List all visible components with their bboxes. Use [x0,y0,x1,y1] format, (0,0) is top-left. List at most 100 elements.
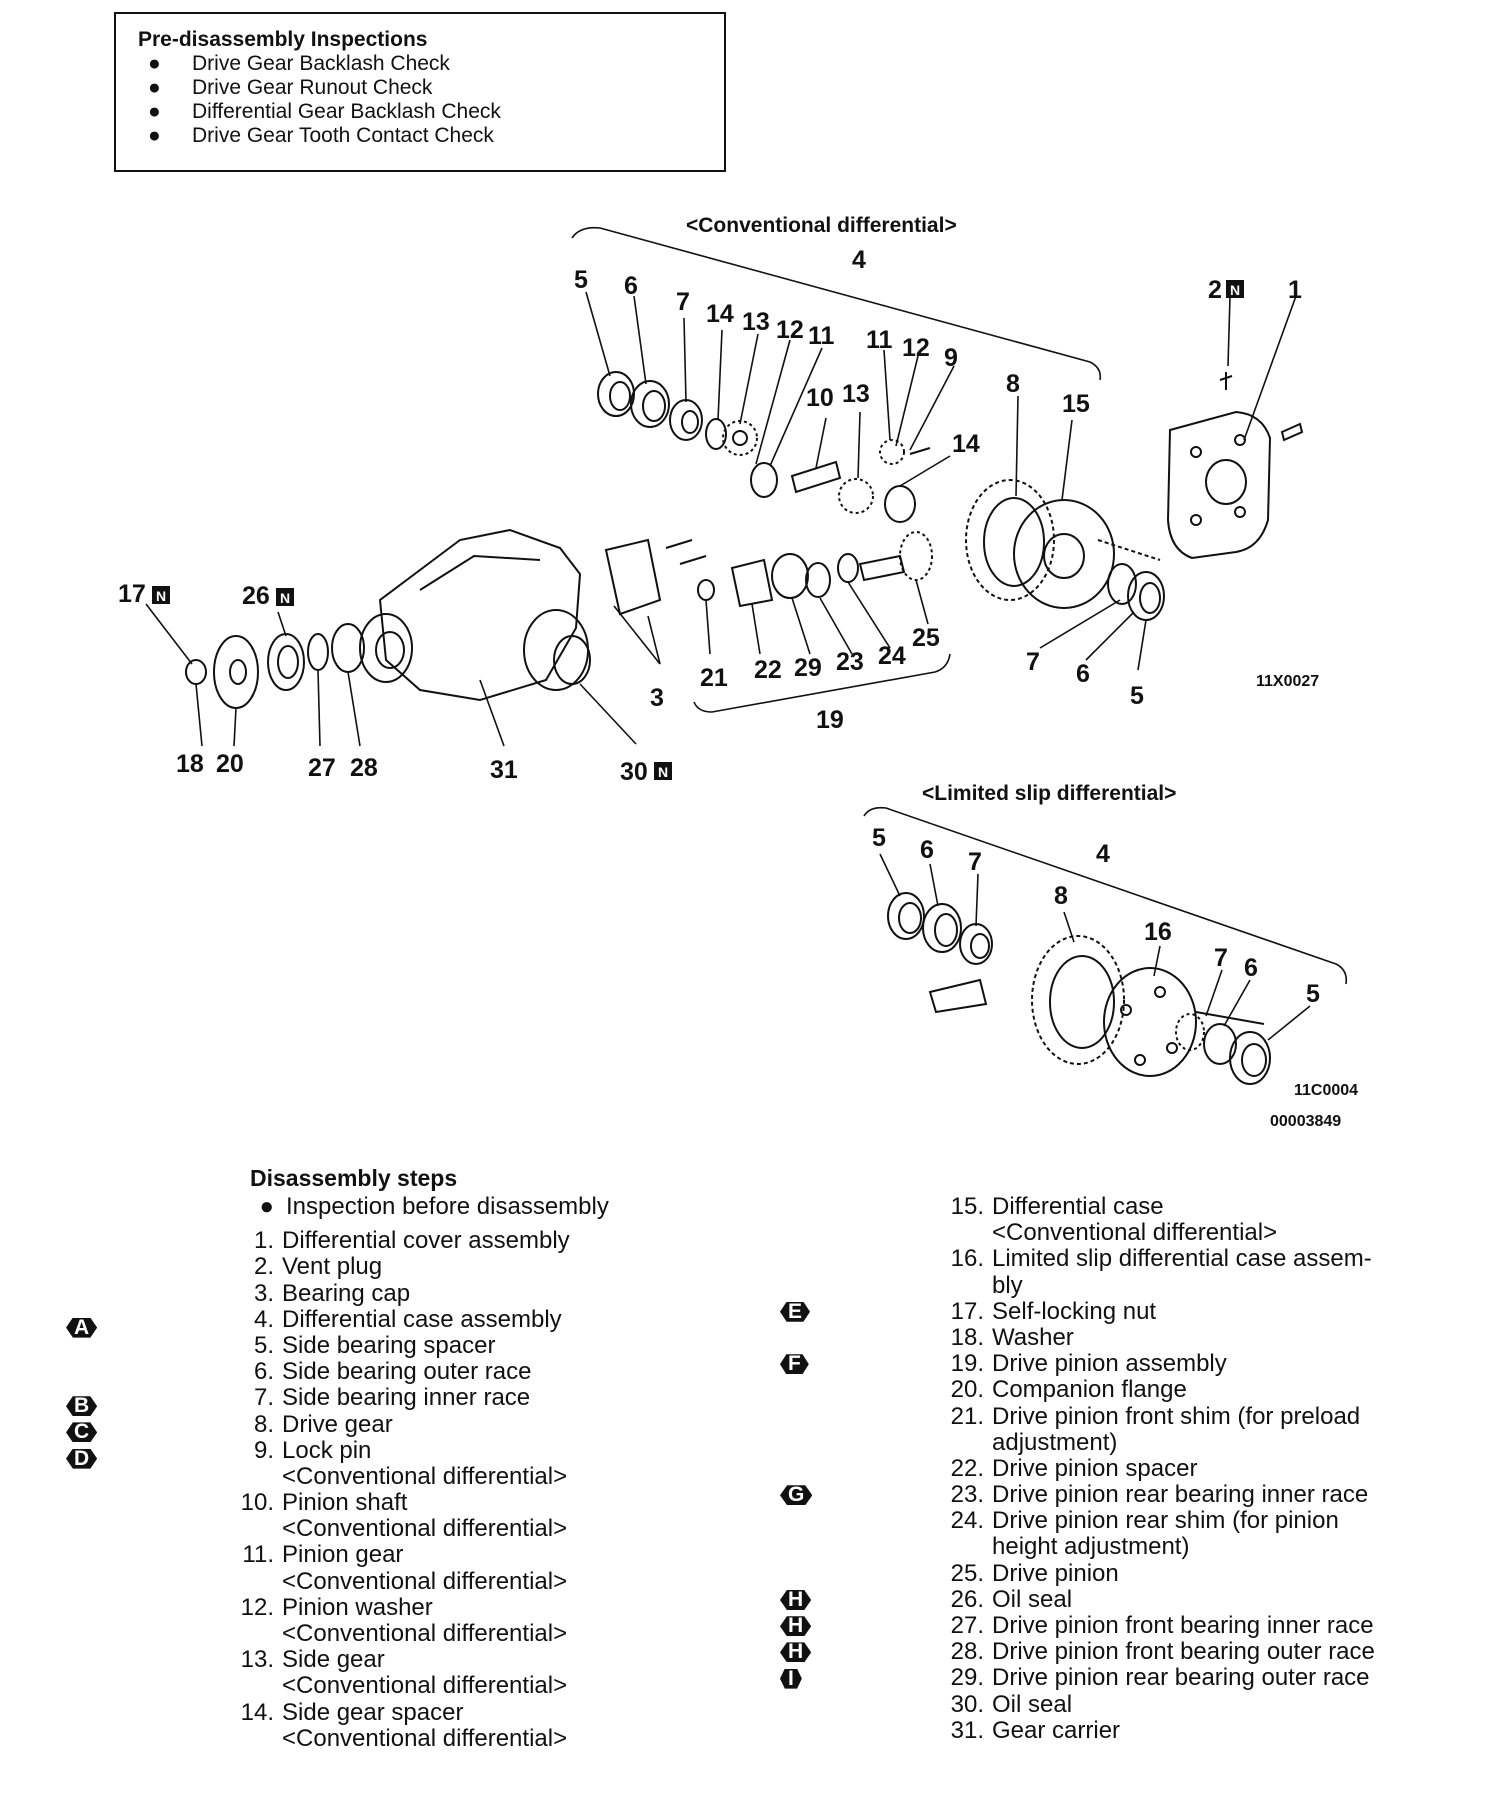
right-step-row: adjustment) [940,1429,1500,1456]
svg-text:21: 21 [700,664,728,692]
companion-flange-parts [185,613,413,709]
left-step-row: 4. Differential case assembly [230,1305,790,1333]
step-text: <Conventional differential> [282,1515,568,1543]
bracket-4-conventional [571,226,1102,381]
inspection-item: ●Drive Gear Tooth Contact Check [148,124,494,147]
svg-text:19: 19 [816,706,844,734]
svg-text:24: 24 [878,642,906,670]
service-point-mark: B [66,1396,98,1417]
svg-text:12: 12 [902,334,930,362]
service-point-mark: C [66,1422,98,1443]
service-point-mark: G [780,1485,813,1506]
right-step-row: <Conventional differential> [940,1219,1500,1247]
service-point-mark: H [780,1590,812,1610]
step-text: Differential case assembly [282,1305,562,1333]
step-text: Drive pinion spacer [992,1454,1198,1482]
step-number: 12. [240,1593,274,1621]
left-step-row: <Conventional differential> [230,1567,790,1595]
svg-text:22: 22 [754,656,782,684]
inspection-item: ●Drive Gear Backlash Check [148,52,450,75]
svg-text:7: 7 [676,288,690,316]
service-point-mark: F [780,1354,809,1375]
step-text: <Conventional differential> [282,1567,568,1595]
step-text: Drive pinion [992,1559,1119,1587]
limited-slip-heading: <Limited slip differential> [922,782,1176,805]
step-text: height adjustment) [992,1533,1190,1561]
left-step-row: 8.Drive gear [230,1411,790,1438]
right-step-row: 18.Washer [940,1324,1500,1351]
svg-text:6: 6 [1076,660,1090,688]
step-text: <Conventional differential> [282,1672,568,1700]
svg-text:26: 26 [242,582,270,610]
step-number: 14. [240,1698,274,1726]
svg-text:10: 10 [806,384,834,412]
step-number: 10. [240,1489,274,1517]
left-step-row: <Conventional differential> [230,1673,790,1699]
right-step-row: 31.Gear carrier [940,1716,1500,1744]
svg-text:31: 31 [490,756,518,784]
step-number: 5. [253,1331,274,1359]
right-step-row: 28.Drive pinion front bearing outer race [940,1638,1500,1665]
left-step-row: 9.Lock pin [230,1437,790,1464]
step-text: <Conventional differential> [992,1219,1278,1247]
svg-text:4: 4 [1096,840,1110,868]
right-step-row: 26.Oil seal [940,1586,1500,1613]
step-text: Drive pinion assembly [992,1350,1227,1378]
step-text: Pinion washer [282,1593,433,1621]
right-step-row: 29.Drive pinion rear bearing outer race [940,1665,1500,1691]
step-number: 4. [253,1305,274,1333]
service-point-mark: H [780,1642,812,1663]
step-number: 22. [950,1454,984,1482]
step-text: <Conventional differential> [282,1620,568,1647]
inspection-item: ●Drive Gear Runout Check [148,76,433,99]
service-point-mark: D [66,1448,98,1469]
step-number: 24. [950,1507,984,1535]
step-text: Pinion gear [282,1541,404,1569]
service-point-mark: H [780,1616,812,1637]
step-text: Gear carrier [992,1716,1121,1744]
service-point-mark: I [780,1668,802,1689]
step-text: Drive pinion rear bearing outer race [992,1664,1370,1692]
bracket-4-limited [863,806,1348,985]
bracket-19 [693,653,951,713]
svg-text:N: N [1230,282,1240,298]
svg-text:25: 25 [912,624,940,652]
svg-text:7: 7 [1214,944,1228,972]
step-number: 16. [950,1245,984,1273]
right-step-row: 17.Self-locking nut [940,1298,1500,1325]
svg-text:7: 7 [968,848,982,876]
limited-slip-parts [887,892,1271,1085]
step-number: 2. [253,1253,274,1281]
steps-right-column: 15.Differential case<Conventional differ… [940,1193,1500,1744]
svg-text:6: 6 [624,272,638,300]
svg-text:5: 5 [1306,980,1320,1008]
step-number: 27. [950,1612,984,1639]
drive-pinion-assembly-parts [697,531,933,608]
step-text: bly [992,1271,1023,1299]
right-step-row: 25.Drive pinion [940,1559,1500,1587]
right-step-row: 15.Differential case [940,1193,1500,1220]
right-step-row: 20.Companion flange [940,1377,1500,1403]
svg-text:16: 16 [1144,918,1172,946]
right-step-row: 16.Limited slip differential case assem- [940,1246,1500,1272]
svg-text:20: 20 [216,750,244,778]
svg-text:29: 29 [794,654,822,682]
svg-text:18: 18 [176,750,204,778]
step-number: 7. [253,1384,274,1412]
step-number: 23. [950,1481,984,1509]
drive-gear-and-case [965,479,1165,621]
step-text: Differential case [992,1193,1164,1220]
figure-code-3: 00003849 [1270,1113,1341,1130]
side-bearing-parts-left [597,371,931,523]
svg-text:12: 12 [776,316,804,344]
differential-cover [1166,372,1304,560]
step-number: 13. [240,1646,274,1674]
right-step-row: 24.Drive pinion rear shim (for pinion [940,1508,1500,1534]
step-text: Pinion shaft [282,1489,408,1517]
svg-text:5: 5 [574,266,588,294]
inspection-step: ● Inspection before disassembly [259,1193,609,1220]
step-text: Vent plug [282,1253,383,1281]
svg-text:8: 8 [1006,370,1020,398]
service-point-mark: E [780,1301,811,1322]
step-text: Side gear spacer [282,1698,464,1726]
